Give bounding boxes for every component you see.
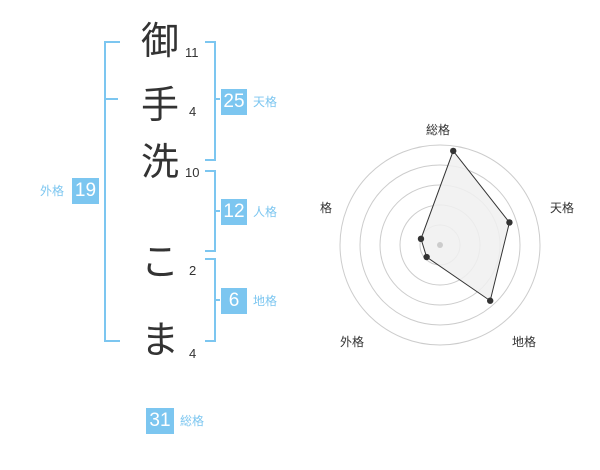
radar-axis-label: 地格 (512, 334, 536, 349)
stroke-count-4: 2 (189, 263, 197, 278)
radar-center-dot (437, 242, 443, 248)
jinkaku-label: 人格 (253, 205, 278, 219)
gaikaku-value: 19 (72, 178, 99, 204)
tenkaku-label: 天格 (253, 95, 278, 109)
radar-axis-label: 総格 (426, 122, 450, 137)
radar-point (450, 147, 457, 155)
chikaku-value: 6 (221, 288, 247, 314)
stroke-count-1: 11 (185, 45, 199, 60)
radar-point (486, 297, 494, 304)
chikaku-bracket-tick (214, 299, 220, 301)
radar-data-area (420, 149, 510, 302)
radar-ring (339, 144, 541, 346)
radar-ring (359, 164, 521, 326)
radar-point (417, 235, 425, 243)
radar-point (423, 253, 430, 261)
radar-axis-label: 人格 (320, 200, 332, 215)
gaikaku-bracket-tick (104, 98, 118, 100)
gaikaku-label: 外格 (40, 184, 65, 198)
tenkaku-bracket-tick (214, 98, 220, 100)
radar-point (506, 219, 513, 226)
gaikaku-bracket (104, 41, 120, 342)
stroke-count-2: 4 (189, 104, 197, 119)
radar-axis-label: 天格 (550, 200, 574, 215)
jinkaku-value: 12 (221, 199, 247, 225)
stroke-count-3: 10 (185, 165, 200, 180)
chikaku-label: 地格 (253, 294, 278, 308)
soukaku-label: 総格 (180, 414, 205, 428)
soukaku-value: 31 (146, 408, 174, 434)
tenkaku-bracket (205, 41, 216, 161)
jinkaku-bracket-tick (214, 210, 220, 212)
radar-axis-label: 外格 (340, 334, 364, 349)
tenkaku-value: 25 (221, 89, 247, 115)
stroke-count-5: 4 (189, 346, 197, 361)
